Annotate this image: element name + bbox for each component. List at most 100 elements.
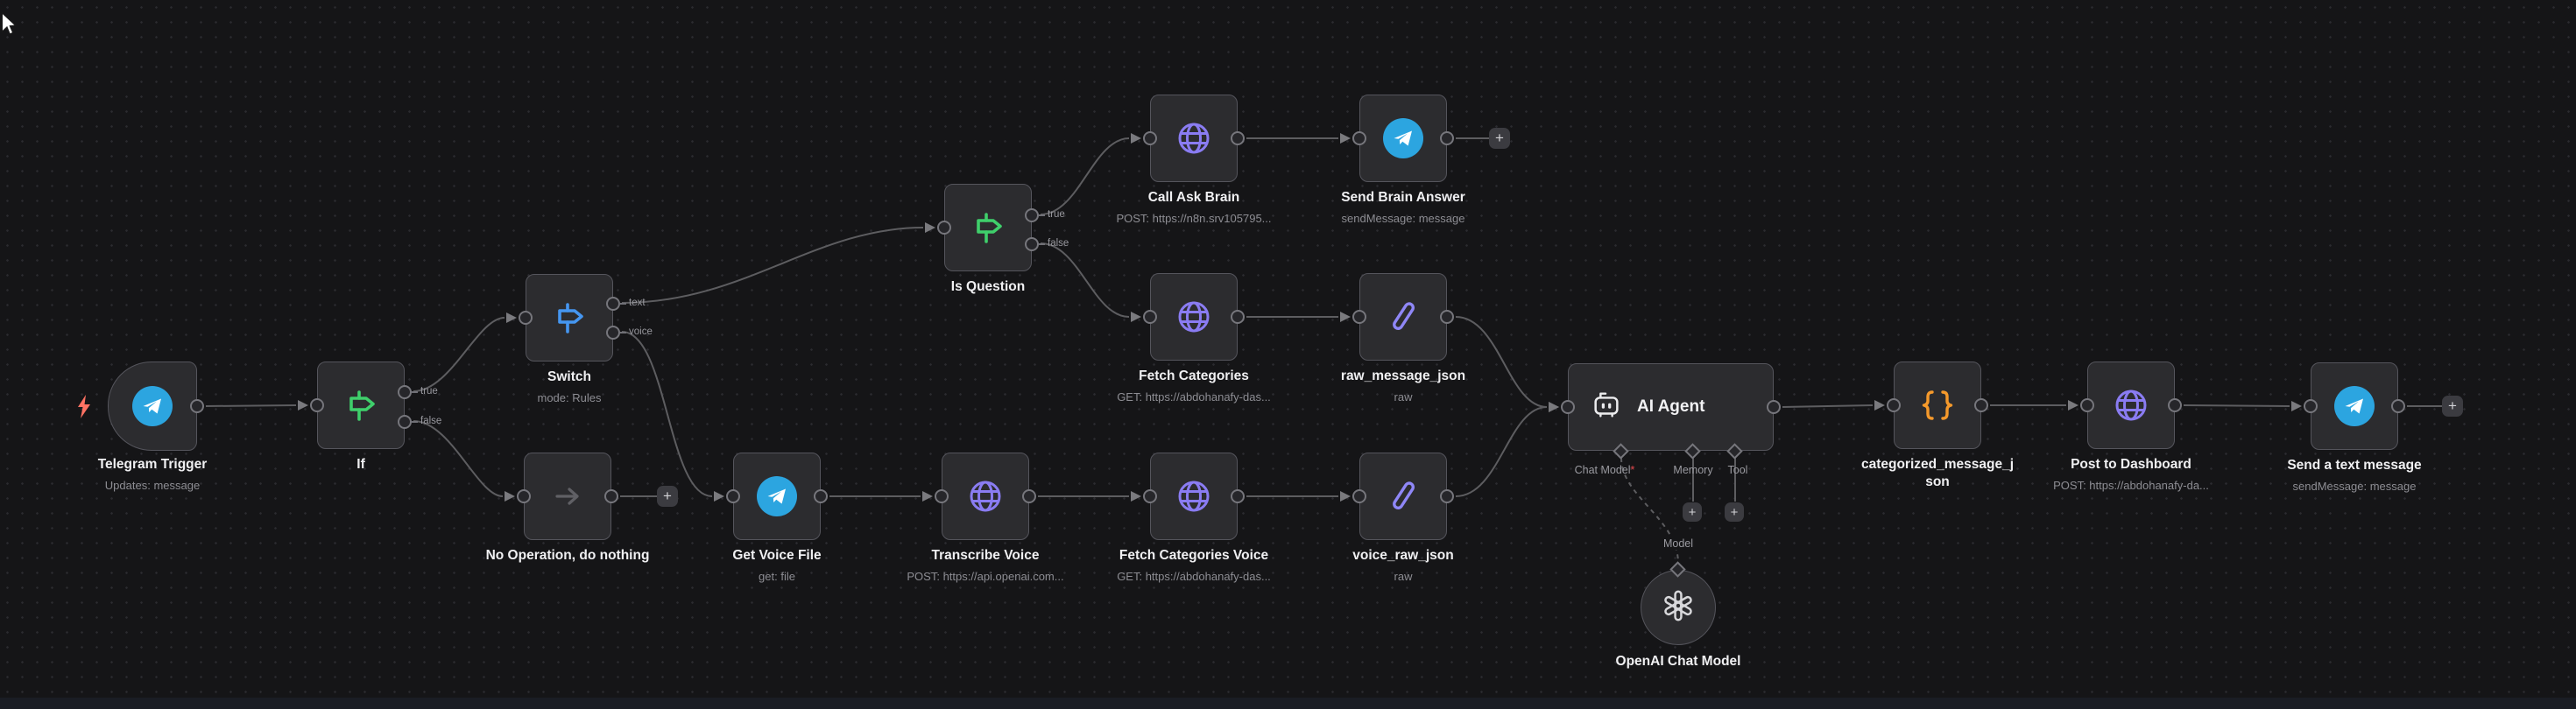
output-port-text[interactable] — [606, 297, 620, 311]
connection-call-ask-brain-to-send-brain-answer[interactable] — [1246, 133, 1351, 144]
add-node-button[interactable]: + — [657, 486, 678, 507]
input-port[interactable] — [726, 489, 740, 503]
node-post-to-dashboard[interactable]: Post to Dashboard POST: https://abdohana… — [2053, 362, 2209, 492]
output-port[interactable] — [190, 399, 204, 413]
connection-if-true-to-switch[interactable] — [413, 312, 517, 392]
node-if[interactable]: true false If — [310, 362, 441, 472]
input-port[interactable] — [2080, 398, 2094, 412]
input-port[interactable] — [1887, 398, 1901, 412]
output-port[interactable] — [1767, 400, 1781, 414]
model-port-label: Model — [1643, 537, 1713, 550]
node-switch[interactable]: text voice Switch mode: Rules — [519, 274, 653, 404]
memory-port-label: Memory — [1673, 464, 1713, 476]
add-node-button[interactable]: + — [1489, 128, 1510, 149]
node-categorized-message-json[interactable]: categorized_message_json — [1861, 362, 2014, 489]
telegram-icon — [2311, 363, 2397, 449]
node-voice-raw-json[interactable]: voice_raw_json raw — [1352, 453, 1454, 583]
connection-if-false-to-no-operation[interactable] — [413, 420, 515, 502]
trigger-bolt-icon — [78, 395, 90, 418]
signpost-icon — [318, 362, 404, 448]
output-label-text: text — [629, 298, 646, 308]
connection-is-question-true-to-call-ask-brain[interactable] — [1040, 133, 1141, 215]
input-port[interactable] — [1561, 400, 1575, 414]
node-fetch-categories[interactable]: Fetch Categories GET: https://abdohanafy… — [1117, 273, 1271, 404]
required-marker: * — [1630, 464, 1635, 476]
node-telegram-trigger[interactable]: Telegram Trigger Updates: message — [98, 362, 207, 492]
output-port[interactable] — [1231, 310, 1245, 324]
connection-fetch-categories-to-raw-message-json[interactable] — [1246, 312, 1351, 322]
output-port[interactable] — [1231, 131, 1245, 145]
input-port[interactable] — [2304, 399, 2318, 413]
node-transcribe-voice[interactable]: Transcribe Voice POST: https://api.opena… — [907, 453, 1064, 583]
output-label-false: false — [420, 416, 442, 426]
openai-icon — [1660, 587, 1697, 628]
node-openai-chat-model[interactable] — [1641, 570, 1716, 645]
node-is-question[interactable]: true false Is Question — [937, 184, 1069, 294]
node-raw-message-json[interactable]: raw_message_json raw — [1341, 273, 1465, 404]
mouse-cursor — [2, 12, 17, 35]
node-call-ask-brain[interactable]: Call Ask Brain POST: https://n8n.srv1057… — [1116, 95, 1272, 225]
connection-ai-agent-to-categorized-message-json[interactable] — [1782, 400, 1885, 411]
connection-voice-raw-json-to-ai-agent[interactable] — [1455, 402, 1559, 497]
input-port[interactable] — [1143, 489, 1157, 503]
output-port-voice[interactable] — [606, 326, 620, 340]
output-port[interactable] — [1440, 131, 1454, 145]
output-port-false[interactable] — [1025, 237, 1039, 251]
input-port[interactable] — [519, 311, 533, 325]
node-ai-agent[interactable]: AI Agent — [1561, 363, 1781, 451]
output-port[interactable] — [1022, 489, 1036, 503]
output-port-true[interactable] — [1025, 208, 1039, 222]
robot-icon — [1590, 389, 1623, 426]
output-label-true: true — [420, 386, 438, 397]
chat-model-port-label: Chat Model* — [1574, 464, 1635, 476]
output-port[interactable] — [2391, 399, 2405, 413]
output-port-true[interactable] — [398, 385, 412, 399]
braces-icon — [1895, 362, 1980, 448]
connection-get-voice-file-to-transcribe-voice[interactable] — [829, 491, 933, 502]
input-port[interactable] — [1352, 131, 1366, 145]
output-port[interactable] — [814, 489, 828, 503]
node-send-brain-answer[interactable]: Send Brain Answer sendMessage: message — [1341, 95, 1465, 225]
node-get-voice-file[interactable]: Get Voice File get: file — [726, 453, 828, 583]
input-port[interactable] — [1352, 489, 1366, 503]
connection-fetch-categories-voice-to-voice-raw-json[interactable] — [1246, 491, 1351, 502]
output-port[interactable] — [1440, 489, 1454, 503]
output-port[interactable] — [1974, 398, 1988, 412]
arrow-right-icon — [525, 453, 610, 539]
connection-telegram-trigger-to-if[interactable] — [205, 400, 308, 411]
globe-icon — [1151, 453, 1237, 539]
node-no-operation[interactable]: No Operation, do nothing — [486, 453, 649, 563]
connection-is-question-false-to-fetch-categories[interactable] — [1040, 242, 1141, 322]
output-port[interactable] — [1231, 489, 1245, 503]
output-port-false[interactable] — [398, 415, 412, 429]
output-port[interactable] — [1440, 310, 1454, 324]
telegram-icon — [109, 362, 196, 450]
connection-transcribe-voice-to-fetch-categories-voice[interactable] — [1038, 491, 1141, 502]
input-port[interactable] — [1143, 131, 1157, 145]
input-port[interactable] — [517, 489, 531, 503]
add-tool-button[interactable]: + — [1725, 502, 1744, 522]
input-port[interactable] — [1352, 310, 1366, 324]
add-node-button[interactable]: + — [2442, 396, 2463, 417]
connection-post-to-dashboard-to-send-text-message[interactable] — [2183, 401, 2302, 411]
node-fetch-categories-voice[interactable]: Fetch Categories Voice GET: https://abdo… — [1117, 453, 1271, 583]
input-port[interactable] — [935, 489, 949, 503]
connection-switch-text-to-is-question[interactable] — [621, 222, 935, 304]
connection-raw-message-json-to-ai-agent[interactable] — [1455, 316, 1559, 412]
node-send-text-message[interactable]: Send a text message sendMessage: message — [2287, 362, 2422, 493]
pencil-icon — [1360, 453, 1446, 539]
add-memory-button[interactable]: + — [1683, 502, 1702, 522]
connection-categorized-message-json-to-post-to-dashboard[interactable] — [1990, 400, 2078, 411]
input-port[interactable] — [937, 221, 951, 235]
connection-switch-voice-to-get-voice-file[interactable] — [621, 331, 724, 502]
input-port[interactable] — [310, 398, 324, 412]
input-port[interactable] — [1143, 310, 1157, 324]
pencil-icon — [1360, 274, 1446, 360]
bottom-edge-bar — [0, 698, 2576, 709]
signpost-icon — [526, 275, 612, 361]
output-port[interactable] — [604, 489, 618, 503]
output-label-true: true — [1048, 209, 1065, 220]
output-port[interactable] — [2168, 398, 2182, 412]
